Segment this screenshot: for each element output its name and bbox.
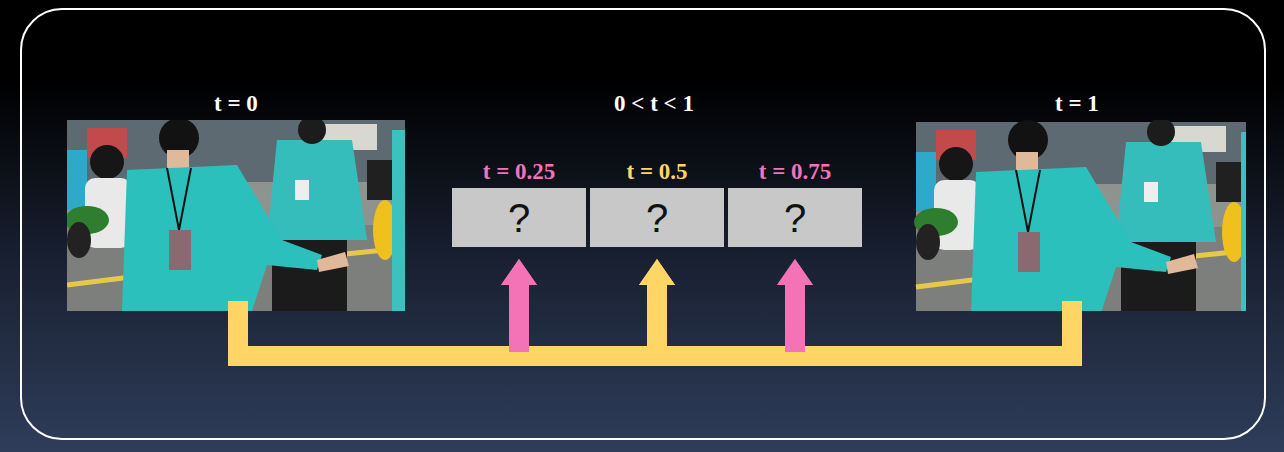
bracket-arrow	[501, 259, 1072, 356]
interpolated-frame-box: t = 0.25?	[452, 158, 586, 247]
arrow-head	[501, 259, 537, 285]
bracket-arrow	[238, 259, 537, 356]
frame-start-photo	[67, 120, 405, 311]
time-label: t = 0.25	[452, 158, 586, 186]
time-label: t = 0.5	[590, 158, 724, 186]
arrow-shaft	[509, 284, 529, 352]
time-label: t = 0.75	[728, 158, 862, 186]
interpolated-frame-box: t = 0.75?	[728, 158, 862, 247]
arrow-shaft	[785, 284, 805, 352]
bracket-line	[795, 311, 1072, 356]
frame-node: t = 0	[61, 90, 411, 311]
unknown-mark: ?	[508, 196, 530, 240]
arrow-head	[777, 259, 813, 285]
unknown-frame-fill: ?	[452, 188, 586, 247]
interval-label: 0 < t < 1	[614, 90, 694, 118]
bracket-line	[657, 311, 1072, 356]
arrow-head	[639, 259, 675, 285]
arrow-shaft	[647, 284, 667, 352]
arrow-shaft	[509, 284, 529, 352]
bracket-arrow	[639, 259, 1072, 356]
unknown-frame-fill: ?	[728, 188, 862, 247]
arrow-head	[639, 259, 675, 285]
bracket-arrow	[238, 259, 813, 356]
unknown-frame-fill: ?	[590, 188, 724, 247]
bracket-arrow	[777, 259, 1072, 356]
time-label: t = 0	[61, 90, 411, 118]
arrow-head	[777, 259, 813, 285]
arrow-head	[501, 259, 537, 285]
arrow-shaft	[785, 284, 805, 352]
frame-node: t = 1	[902, 90, 1252, 311]
interpolated-frame-box: t = 0.5?	[590, 158, 724, 247]
time-label: t = 1	[902, 90, 1252, 118]
unknown-mark: ?	[784, 196, 806, 240]
bracket-arrow	[238, 259, 675, 356]
frame-end-photo	[914, 120, 1246, 311]
arrow-shaft	[647, 284, 667, 352]
unknown-mark: ?	[646, 196, 668, 240]
